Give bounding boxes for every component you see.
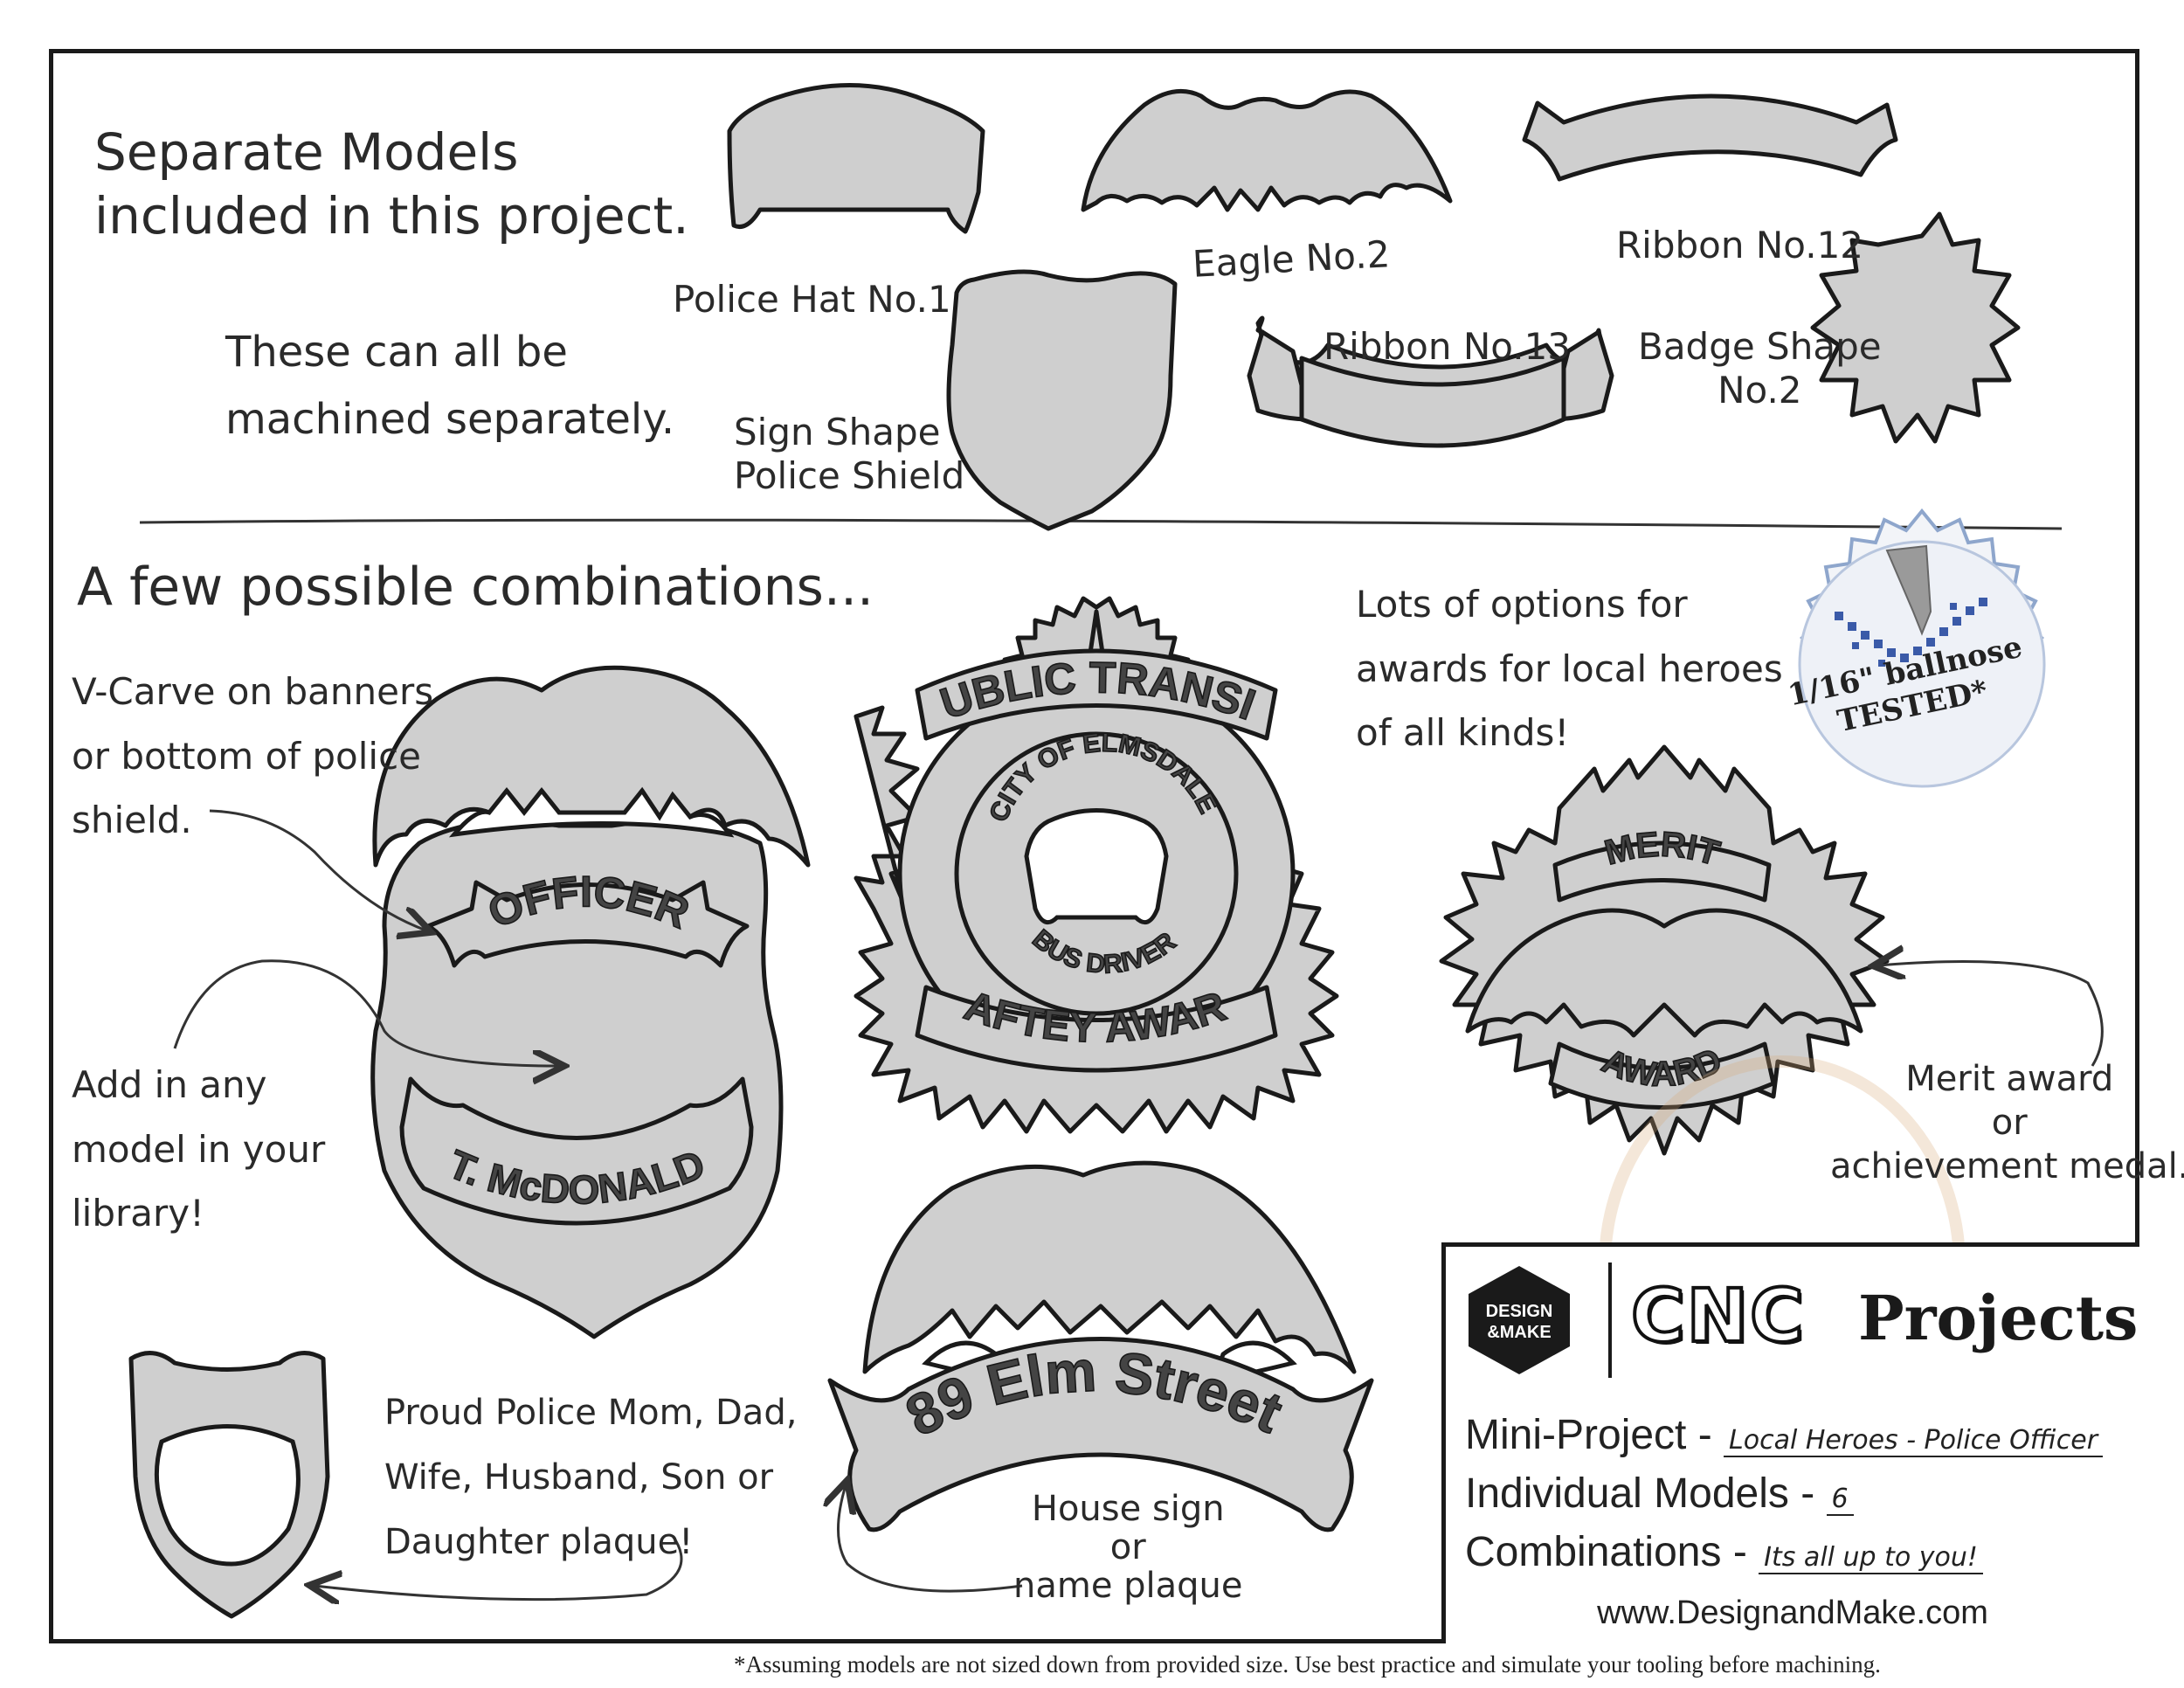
- eagle-shape: [1081, 88, 1453, 212]
- ribbon13-label: Ribbon No.13: [1324, 325, 1572, 368]
- merit-arrow: [1878, 962, 2104, 1067]
- add-model-note: Add in any model in your library!: [72, 1063, 326, 1235]
- models-value: 6: [1826, 1484, 1854, 1516]
- models-label: Individual Models -: [1465, 1470, 1815, 1517]
- mini-project-label: Mini-Project -: [1465, 1412, 1712, 1458]
- combinations-value: Its all up to you!: [1759, 1542, 1983, 1574]
- logo-divider: [1608, 1263, 1612, 1378]
- page-border: [49, 49, 2139, 1643]
- separate-models-title: Separate Models included in this project…: [94, 122, 689, 246]
- merit-medal-eagle: [1465, 908, 1863, 1038]
- vcarve-note: V-Carve on banners or bottom of police s…: [72, 670, 434, 841]
- vcarve-arrow: [209, 809, 426, 930]
- proud-note: Proud Police Mom, Dad, Wife, Husband, So…: [384, 1393, 798, 1562]
- officer-badge-eagle: [372, 665, 811, 868]
- logo-line-2: &MAKE: [1487, 1323, 1551, 1342]
- separate-models-note: These can all be machined separately.: [225, 328, 675, 444]
- website-link[interactable]: www.DesignandMake.com: [1597, 1595, 1988, 1631]
- merit-note: Merit award or achievement medal.: [1830, 1059, 2184, 1186]
- police-shield-label: Sign Shape Police Shield: [734, 411, 965, 498]
- footnote: *Assuming models are not sized down from…: [734, 1651, 1881, 1678]
- combinations-row: Combinations - Its all up to you!: [1465, 1528, 1983, 1576]
- house-sign-banner: [827, 1337, 1374, 1532]
- name-ribbon: [399, 1076, 754, 1226]
- title-block: DESIGN &MAKE CNC Projects Mini-Project -…: [1441, 1242, 2139, 1643]
- house-sign-eagle: [862, 1160, 1357, 1374]
- projects-word: Projects: [1858, 1282, 2139, 1354]
- combinations-label: Combinations -: [1465, 1529, 1747, 1575]
- seal-bit-icon: [1835, 544, 1987, 667]
- awards-note: Lots of options for awards for local her…: [1356, 583, 1783, 754]
- combinations-title: A few possible combinations...: [77, 557, 874, 618]
- police-hat-shape: [727, 83, 985, 234]
- police-shield-shape: [946, 269, 1178, 531]
- ribbon12-shape: [1522, 93, 1898, 182]
- logo-line-1: DESIGN: [1486, 1302, 1553, 1321]
- badge-shape-2: [1810, 211, 2021, 444]
- cnc-word: CNC: [1629, 1271, 1806, 1360]
- proud-arrow: [314, 1535, 683, 1600]
- police-hat-label: Police Hat No.1: [673, 278, 951, 321]
- house-note: House sign or name plaque: [1013, 1489, 1243, 1606]
- design-make-logo: DESIGN &MAKE: [1469, 1266, 1570, 1374]
- mini-project-row: Mini-Project - Local Heroes - Police Off…: [1465, 1411, 2104, 1459]
- section-divider: [139, 518, 2063, 530]
- ribbon12-label: Ribbon No.12: [1616, 224, 1864, 266]
- house-arrow: [838, 1485, 1023, 1593]
- mini-project-value: Local Heroes - Police Officer: [1724, 1425, 2104, 1457]
- add-model-arrow: [173, 959, 559, 1066]
- badge-shape-label: Badge Shape No.2: [1638, 325, 1882, 412]
- officer-ribbon: [425, 880, 750, 968]
- models-row: Individual Models - 6: [1465, 1470, 1854, 1518]
- transit-badge-hat: [1024, 808, 1169, 925]
